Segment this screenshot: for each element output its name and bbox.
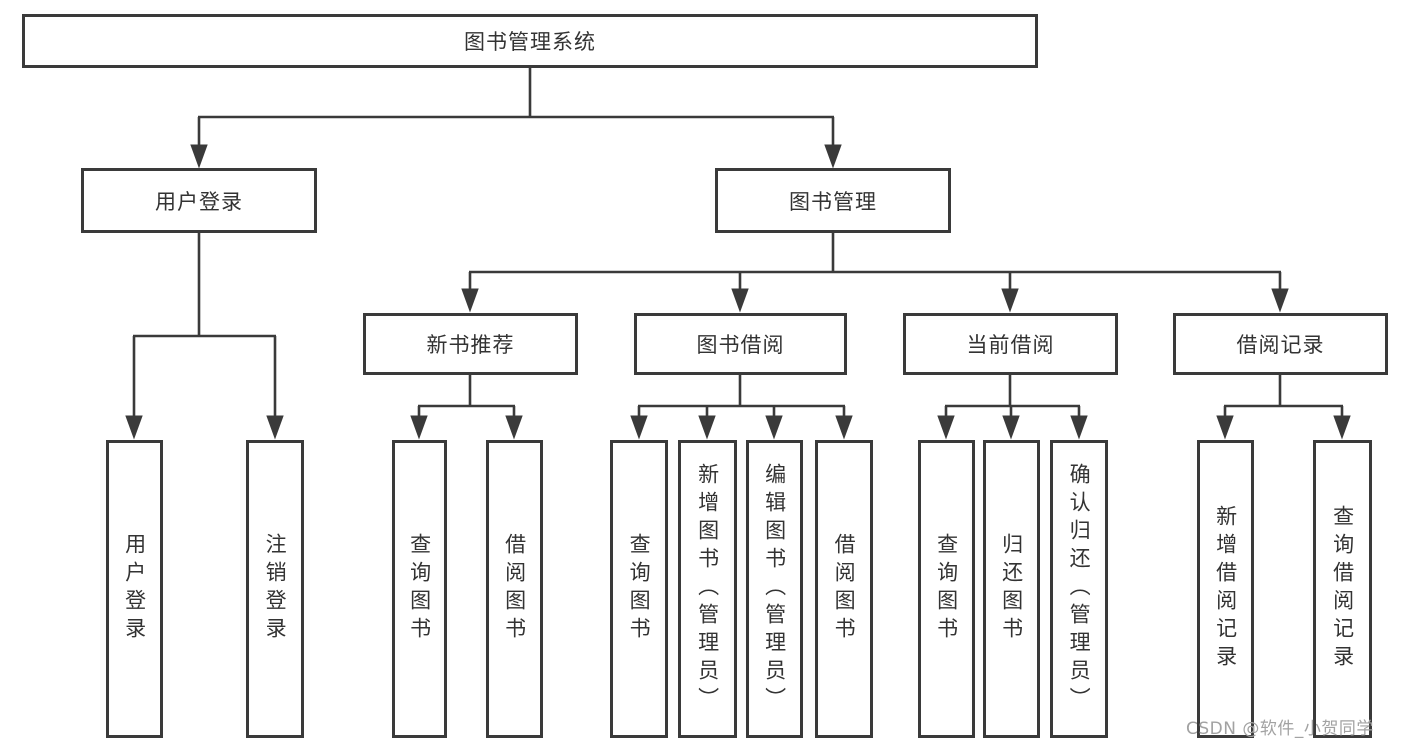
leaf-add-borrow-record: 新增借阅记录 <box>1197 440 1254 738</box>
leaf-user-login: 用户登录 <box>106 440 163 738</box>
leaf-edit-book-admin: 编辑图书（管理员） <box>746 440 803 738</box>
leaf-logout: 注销登录 <box>246 440 304 738</box>
node-book-mgmt: 图书管理 <box>715 168 951 233</box>
watermark: CSDN @软件_小贺同学 <box>1186 719 1374 739</box>
node-root: 图书管理系统 <box>22 14 1038 68</box>
node-user-login: 用户登录 <box>81 168 317 233</box>
leaf-query-book-1: 查询图书 <box>392 440 447 738</box>
leaf-borrow-book-1: 借阅图书 <box>486 440 543 738</box>
leaf-borrow-book-2: 借阅图书 <box>815 440 873 738</box>
leaf-query-book-3: 查询图书 <box>918 440 975 738</box>
leaf-query-book-2: 查询图书 <box>610 440 668 738</box>
node-new-book-recommend: 新书推荐 <box>363 313 578 375</box>
node-current-borrow: 当前借阅 <box>903 313 1118 375</box>
leaf-confirm-return-admin: 确认归还（管理员） <box>1050 440 1108 738</box>
leaf-return-book: 归还图书 <box>983 440 1040 738</box>
node-book-borrow: 图书借阅 <box>634 313 847 375</box>
node-borrow-record: 借阅记录 <box>1173 313 1388 375</box>
leaf-add-book-admin: 新增图书（管理员） <box>678 440 737 738</box>
leaf-query-borrow-record: 查询借阅记录 <box>1313 440 1372 738</box>
